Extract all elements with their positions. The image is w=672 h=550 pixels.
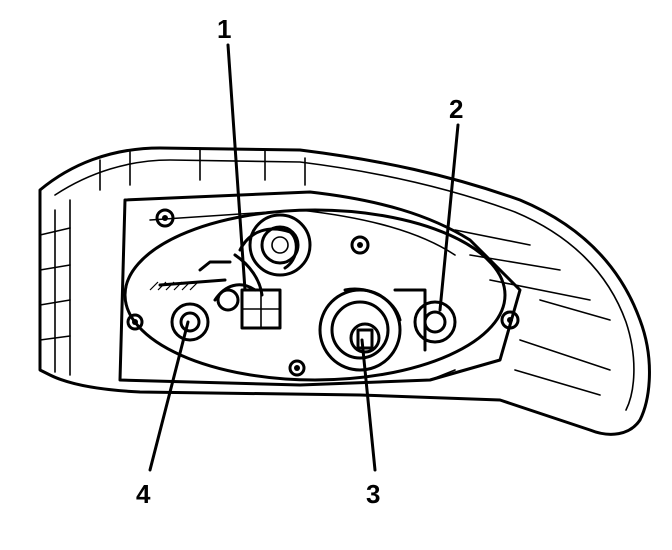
leader-line-4 (148, 320, 190, 472)
bulb-mounting-plate (118, 190, 522, 387)
leader-line-2 (438, 123, 460, 312)
screw-icon (350, 235, 370, 255)
hatch (149, 281, 199, 291)
leader-line-3 (360, 338, 377, 472)
bulb-socket-4 (170, 302, 210, 342)
callout-2: 2 (449, 94, 463, 124)
screw-icon (126, 313, 144, 331)
callout-1: 1 (217, 14, 231, 44)
wiring-harness (149, 253, 282, 330)
screw-icon (288, 359, 306, 377)
leader-lines (148, 43, 460, 472)
callout-4: 4 (136, 479, 151, 509)
bulb-socket-2 (413, 300, 457, 344)
callout-3: 3 (366, 479, 380, 509)
lamp-housing (38, 146, 651, 436)
bulb-socket-3 (318, 287, 427, 372)
screw-icon (500, 310, 520, 330)
screw-icon (155, 208, 175, 228)
leader-line-1 (226, 43, 247, 292)
bulb-socket-1 (238, 213, 312, 277)
screws (126, 208, 520, 377)
